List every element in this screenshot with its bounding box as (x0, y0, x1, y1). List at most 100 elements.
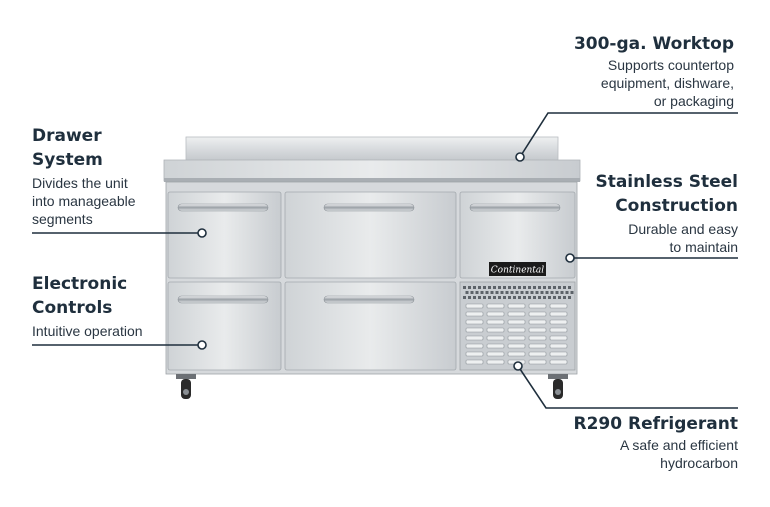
grille-hole (510, 291, 514, 294)
grille-slot (528, 351, 547, 357)
grille-slot (549, 319, 568, 325)
grille-slot (465, 351, 484, 357)
grille-hole (523, 286, 526, 289)
grille-hole (528, 296, 531, 299)
grille-slot (486, 303, 505, 309)
grille-slot (486, 343, 505, 349)
grille-slot (486, 311, 505, 317)
grille-hole (563, 296, 566, 299)
grille-hole (468, 296, 471, 299)
grille-hole (498, 296, 501, 299)
grille-hole (503, 286, 506, 289)
grille-hole (488, 286, 491, 289)
grille-slot (486, 351, 505, 357)
marker-drawer (197, 228, 207, 238)
drawer-front (167, 191, 282, 279)
grille-slot (549, 327, 568, 333)
grille-slot (528, 311, 547, 317)
grille-slot (528, 327, 547, 333)
marker-controls (197, 340, 207, 350)
grille-hole (533, 286, 536, 289)
grille-hole (513, 286, 516, 289)
grille-hole (548, 296, 551, 299)
callout-desc: hydrocarbon (660, 455, 738, 471)
grille-hole (563, 286, 566, 289)
grille-slot (465, 343, 484, 349)
grille-hole (528, 286, 531, 289)
drawer-front (167, 281, 282, 371)
grille-hole (558, 286, 561, 289)
drawer-handle (469, 203, 561, 212)
grille-hole (470, 291, 474, 294)
callout-title: Controls (32, 298, 113, 318)
grille-hole (538, 286, 541, 289)
grille-hole (553, 286, 556, 289)
callout-drawer: Drawer System Divides the unit into mana… (32, 124, 136, 228)
grille-slot (486, 319, 505, 325)
callout-title: System (32, 150, 103, 170)
grille-slot (549, 343, 568, 349)
grille-slot (507, 303, 526, 309)
backsplash (185, 136, 559, 162)
grille-hole (490, 291, 494, 294)
grille-hole (498, 286, 501, 289)
grille-hole (468, 286, 471, 289)
grille-hole (523, 296, 526, 299)
callout-desc: or packaging (653, 93, 734, 109)
grille-slot (507, 335, 526, 341)
grille-hole (518, 286, 521, 289)
callout-title: Stainless Steel (595, 172, 738, 192)
grille-hole (513, 296, 516, 299)
caster-right (548, 374, 568, 399)
grille-hole (480, 291, 484, 294)
grille-hole (478, 286, 481, 289)
grille-hole (555, 291, 559, 294)
grille-hole (493, 296, 496, 299)
grille-hole (518, 296, 521, 299)
grille-hole (488, 296, 491, 299)
callout-desc: Durable and easy (628, 221, 738, 237)
grille-hole (570, 291, 574, 294)
grille-hole (545, 291, 549, 294)
grille-hole (500, 291, 504, 294)
brand-logo: Continental (491, 266, 544, 276)
grille-slot (507, 343, 526, 349)
grille-hole (505, 291, 509, 294)
grille-hole (483, 286, 486, 289)
grille-hole (478, 296, 481, 299)
grille-hole (525, 291, 529, 294)
callout-desc: segments (32, 211, 93, 227)
grille-slot (549, 351, 568, 357)
compressor-grille (459, 281, 576, 371)
callout-desc: equipment, dishware, (600, 75, 734, 91)
grille-slot (465, 319, 484, 325)
grille-hole (543, 286, 546, 289)
callout-desc: Divides the unit (32, 175, 128, 191)
grille-slot (507, 327, 526, 333)
grille-hole (463, 296, 466, 299)
drawer-front (459, 191, 576, 279)
grille-hole (548, 286, 551, 289)
grille-hole (565, 291, 569, 294)
grille-slot (507, 311, 526, 317)
callout-steel: Stainless Steel Construction Durable and… (595, 170, 738, 256)
grille-hole (558, 296, 561, 299)
grille-hole (540, 291, 544, 294)
grille-slot (549, 335, 568, 341)
leader-worktop (519, 112, 738, 158)
grille-hole (543, 296, 546, 299)
grille-slot (465, 335, 484, 341)
grille-slot (528, 335, 547, 341)
grille-hole (473, 296, 476, 299)
grille-hole (483, 296, 486, 299)
grille-hole (553, 296, 556, 299)
grille-hole (463, 286, 466, 289)
grille-hole (503, 296, 506, 299)
grille-hole (568, 286, 571, 289)
grille-slot (486, 359, 505, 365)
grille-hole (538, 296, 541, 299)
marker-steel (565, 253, 575, 263)
grille-slot (507, 351, 526, 357)
